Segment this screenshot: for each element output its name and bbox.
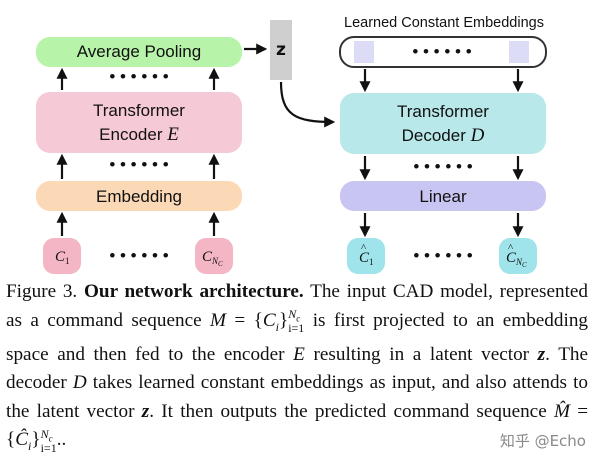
encoder-dots-top: • • • • • • (109, 67, 168, 86)
learned-embeddings-container (339, 36, 547, 68)
figure-caption: Figure 3. Our network architecture. The … (6, 278, 588, 461)
transformer-decoder-block (340, 93, 546, 154)
learned-embedding-slot-last (509, 41, 529, 63)
figure-title: Our network architecture. (83, 281, 304, 302)
transformer-encoder-label-1: Transformer (93, 101, 185, 120)
watermark: 知乎 @Echo (499, 432, 586, 450)
embedding-block (36, 181, 242, 211)
output-dots: • • • • • • (413, 246, 472, 265)
latent-z-box (270, 20, 292, 80)
output-token-c1-hat: ^ (361, 242, 367, 254)
linear-label: Linear (419, 187, 467, 206)
caption-encoder-symbol: E (293, 343, 305, 365)
caption-text-4: . The decoder (6, 343, 589, 394)
caption-text-5: takes learned constant embeddings as inp… (6, 372, 589, 422)
caption-text-2: is first projected to an embedding space… (6, 309, 589, 365)
caption-latent-symbol-2: z (141, 400, 150, 422)
average-pooling-label: Average Pooling (77, 42, 201, 61)
caption-text-1: The input CAD model, represented as a co… (6, 281, 589, 331)
input-token-c1-label: C1 (55, 249, 70, 266)
linear-block (340, 181, 546, 211)
decoder-dots-mid: • • • • • • (413, 157, 472, 176)
transformer-decoder-label-1: Transformer (397, 102, 489, 121)
latent-z-label: z (276, 40, 286, 60)
caption-latent-symbol-1: z (537, 343, 546, 365)
input-dots: • • • • • • (109, 246, 168, 265)
output-token-c1-label: C1 (359, 250, 374, 267)
input-token-cn (195, 238, 233, 274)
encoder-dots-mid: • • • • • • (109, 155, 168, 174)
caption-text-7: .. (56, 429, 67, 451)
figure-number: Figure 3. (6, 281, 78, 302)
transformer-encoder-label-2: Encoder E (99, 124, 179, 145)
architecture-diagram: Average Pooling • • • • • • Transformer … (36, 15, 547, 274)
learned-embedding-slot-first (354, 41, 374, 63)
transformer-encoder-block (36, 92, 242, 153)
output-token-cn-hat: ^ (508, 242, 514, 254)
output-token-cn (499, 238, 537, 274)
caption-text-3: resulting in a latent vector (313, 343, 530, 365)
average-pooling-block (36, 37, 242, 67)
output-token-cn-label: CNC (506, 250, 527, 269)
caption-text-6: . It then outputs the predicted command … (149, 400, 547, 422)
input-token-cn-label: CNC (202, 249, 223, 268)
input-token-c1 (43, 238, 81, 274)
transformer-decoder-label-2: Decoder D (402, 125, 485, 146)
output-token-c1 (347, 238, 385, 274)
embedding-label: Embedding (96, 187, 182, 206)
caption-decoder-symbol: D (72, 372, 87, 394)
z-to-decoder-arrow (279, 81, 336, 128)
learned-embeddings-dots: • • • • • • (412, 42, 471, 61)
learned-embeddings-title: Learned Constant Embeddings (344, 15, 544, 31)
